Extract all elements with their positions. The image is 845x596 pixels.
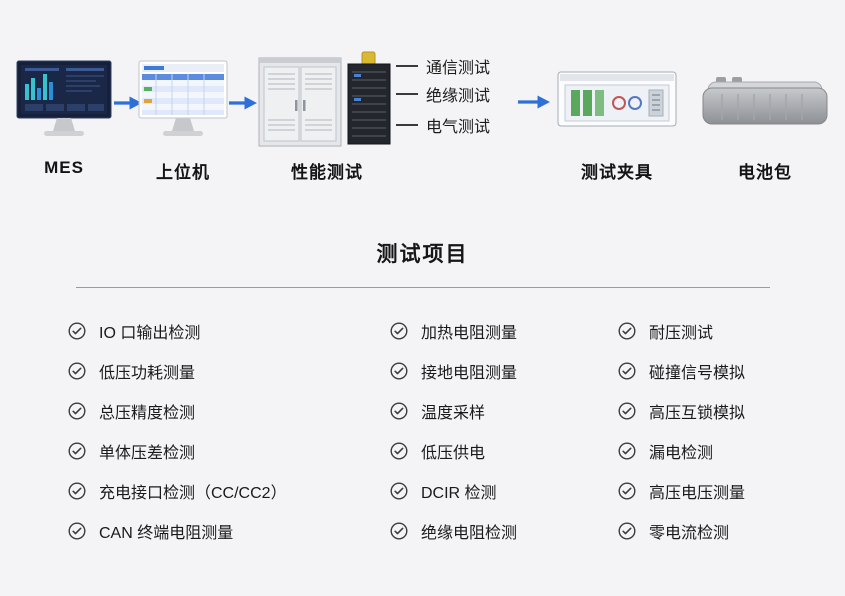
divider-line bbox=[76, 287, 770, 288]
circle-check-icon bbox=[68, 322, 86, 340]
flow-node-label-fixture: 测试夹具 bbox=[581, 163, 653, 182]
test-item-label: 耐压测试 bbox=[649, 325, 714, 342]
branch-test-insulation: 绝缘测试 bbox=[396, 83, 490, 105]
list-item: IO 口输出检测 bbox=[68, 311, 287, 351]
circle-check-icon bbox=[618, 362, 636, 380]
flow-node-label-performance: 性能测试 bbox=[291, 163, 363, 182]
circle-check-icon bbox=[618, 482, 636, 500]
circle-check-icon bbox=[390, 362, 408, 380]
test-item-label: 零电流检测 bbox=[649, 525, 730, 542]
battery-pack-image bbox=[702, 77, 828, 125]
list-item: 漏电检测 bbox=[618, 431, 745, 471]
test-item-label: 高压电压测量 bbox=[649, 485, 746, 502]
checklist-column-3: 耐压测试 碰撞信号模拟 高压互锁模拟 漏电检测 高压电压测量 零电流检测 bbox=[618, 311, 745, 551]
mes-monitor-image bbox=[16, 60, 112, 136]
circle-check-icon bbox=[390, 522, 408, 540]
test-item-label: 总压精度检测 bbox=[99, 405, 196, 422]
connector-line bbox=[396, 93, 418, 95]
list-item: 耐压测试 bbox=[618, 311, 745, 351]
list-item: 充电接口检测（CC/CC2） bbox=[68, 471, 287, 511]
connector-line bbox=[396, 124, 418, 126]
circle-check-icon bbox=[618, 442, 636, 460]
test-item-label: 加热电阻测量 bbox=[421, 325, 518, 342]
test-item-label: 单体压差检测 bbox=[99, 445, 196, 462]
list-item: 零电流检测 bbox=[618, 511, 745, 551]
list-item: 碰撞信号模拟 bbox=[618, 351, 745, 391]
list-item: 总压精度检测 bbox=[68, 391, 287, 431]
test-item-label: 接地电阻测量 bbox=[421, 365, 518, 382]
flow-node-label-battery: 电池包 bbox=[738, 163, 792, 182]
test-fixture-image bbox=[557, 71, 677, 127]
list-item: CAN 终端电阻测量 bbox=[68, 511, 287, 551]
test-item-label: CAN 终端电阻测量 bbox=[99, 525, 234, 542]
test-item-label: 低压供电 bbox=[421, 445, 486, 462]
list-item: 单体压差检测 bbox=[68, 431, 287, 471]
test-item-label: 充电接口检测（CC/CC2） bbox=[99, 485, 287, 502]
branch-test-label: 通信测试 bbox=[426, 60, 491, 77]
circle-check-icon bbox=[68, 482, 86, 500]
circle-check-icon bbox=[68, 442, 86, 460]
test-item-label: 绝缘电阻检测 bbox=[421, 525, 518, 542]
test-item-label: 高压互锁模拟 bbox=[649, 405, 746, 422]
circle-check-icon bbox=[390, 442, 408, 460]
circle-check-icon bbox=[618, 402, 636, 420]
circle-check-icon bbox=[68, 362, 86, 380]
flow-arrow-icon bbox=[229, 96, 257, 110]
test-item-label: 碰撞信号模拟 bbox=[649, 365, 746, 382]
branch-test-label: 电气测试 bbox=[426, 119, 491, 136]
circle-check-icon bbox=[68, 522, 86, 540]
list-item: 加热电阻测量 bbox=[390, 311, 517, 351]
list-item: 低压供电 bbox=[390, 431, 517, 471]
circle-check-icon bbox=[390, 322, 408, 340]
test-item-label: 低压功耗测量 bbox=[99, 365, 196, 382]
branch-test-label: 绝缘测试 bbox=[426, 88, 491, 105]
circle-check-icon bbox=[390, 402, 408, 420]
checklist-column-2: 加热电阻测量 接地电阻测量 温度采样 低压供电 DCIR 检测 绝缘电阻检测 bbox=[390, 311, 517, 551]
branch-test-communication: 通信测试 bbox=[396, 55, 490, 77]
test-item-label: 温度采样 bbox=[421, 405, 486, 422]
test-item-label: IO 口输出检测 bbox=[99, 325, 201, 342]
test-item-label: 漏电检测 bbox=[649, 445, 714, 462]
flow-node-label-mes: MES bbox=[44, 158, 84, 177]
checklist-column-1: IO 口输出检测 低压功耗测量 总压精度检测 单体压差检测 充电接口检测（CC/… bbox=[68, 311, 287, 551]
flow-node-label-host: 上位机 bbox=[156, 163, 210, 182]
branch-test-electrical: 电气测试 bbox=[396, 114, 490, 136]
list-item: 温度采样 bbox=[390, 391, 517, 431]
host-pc-monitor-image bbox=[138, 60, 228, 136]
test-item-label: DCIR 检测 bbox=[421, 485, 497, 502]
list-item: 高压电压测量 bbox=[618, 471, 745, 511]
circle-check-icon bbox=[390, 482, 408, 500]
circle-check-icon bbox=[68, 402, 86, 420]
connector-line bbox=[396, 65, 418, 67]
list-item: 接地电阻测量 bbox=[390, 351, 517, 391]
list-item: 高压互锁模拟 bbox=[618, 391, 745, 431]
circle-check-icon bbox=[618, 522, 636, 540]
circle-check-icon bbox=[618, 322, 636, 340]
list-item: 绝缘电阻检测 bbox=[390, 511, 517, 551]
list-item: DCIR 检测 bbox=[390, 471, 517, 511]
performance-test-cabinets-image bbox=[258, 51, 391, 147]
list-item: 低压功耗测量 bbox=[68, 351, 287, 391]
section-title: 测试项目 bbox=[376, 243, 469, 266]
flow-arrow-icon bbox=[114, 96, 142, 110]
flow-arrow-icon bbox=[518, 95, 550, 109]
